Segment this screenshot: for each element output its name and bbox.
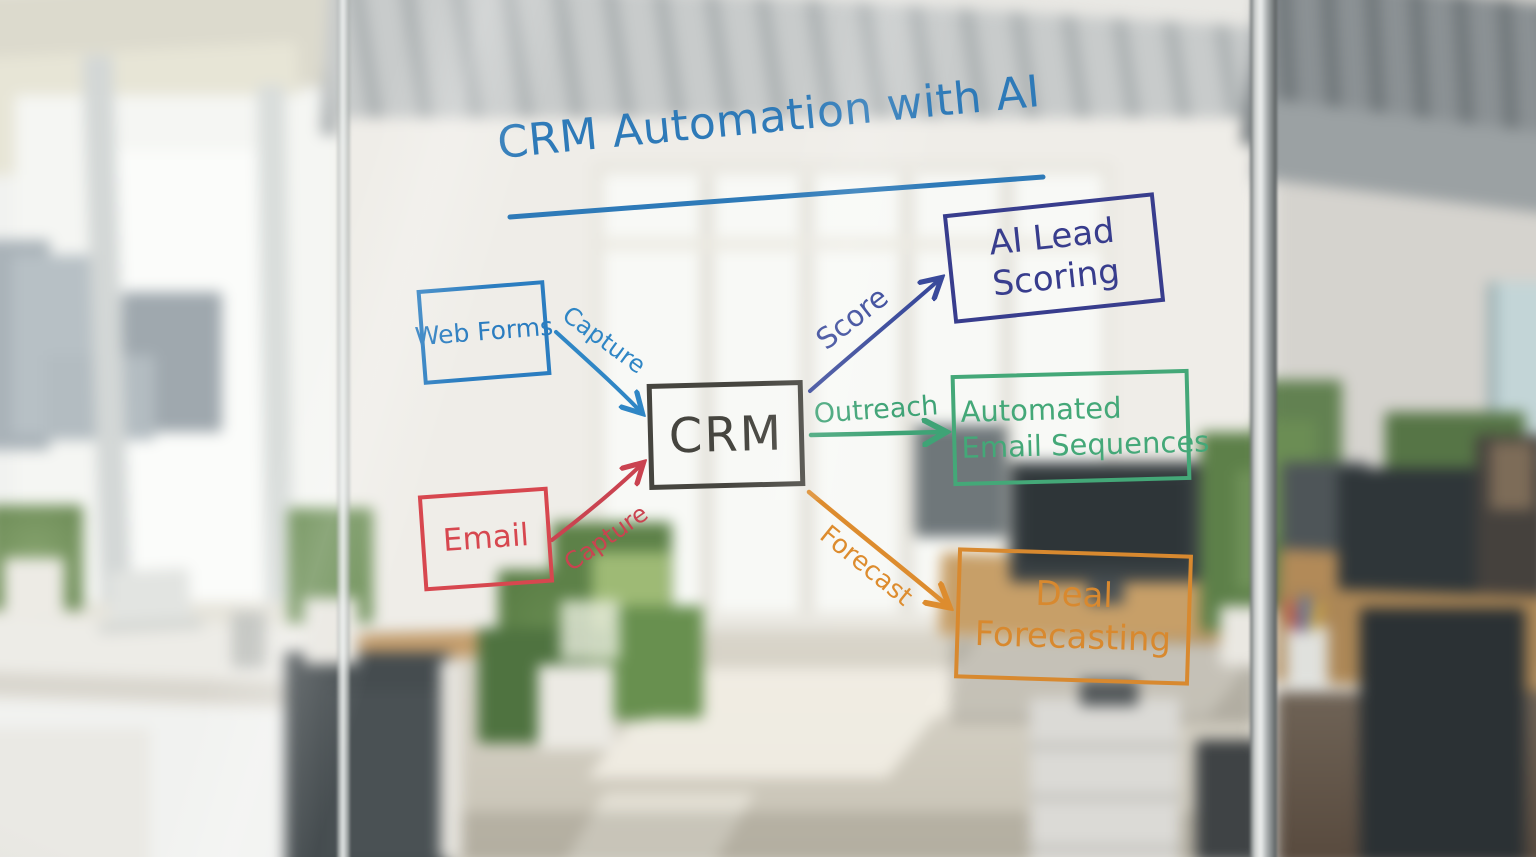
plant-pot <box>538 665 614 749</box>
radiator <box>0 728 150 857</box>
plant-pot <box>4 558 64 616</box>
node-email: Email <box>417 486 555 592</box>
window-mullion <box>700 175 714 615</box>
office-chair <box>330 690 450 857</box>
node-ai-lead-scoring: AI Lead Scoring <box>942 192 1166 324</box>
window-mullion <box>800 175 814 615</box>
arrow-crm-to-ai-lead-scoring <box>808 279 940 393</box>
window-transom <box>600 238 1108 250</box>
drawer-cabinet <box>1030 698 1180 857</box>
cabinet-item <box>1080 680 1138 706</box>
node-label: Web Forms <box>413 311 555 352</box>
arrow-crm-to-email-sequences <box>808 432 944 435</box>
node-label: Automated <box>960 390 1122 430</box>
plant-flowers <box>560 600 620 660</box>
node-deal-forecasting: Deal Forecasting <box>954 547 1193 686</box>
title-underline <box>507 174 1046 220</box>
window-mullion <box>900 175 914 615</box>
node-web-forms: Web Forms <box>413 280 555 385</box>
arrow-webforms-to-crm <box>554 330 641 412</box>
node-label: Email Sequences <box>961 423 1210 465</box>
office-chair <box>1360 608 1525 857</box>
arrow-crm-to-deal-forecasting <box>806 489 948 606</box>
person-head <box>1490 442 1534 510</box>
node-automated-email-sequences: Automated Email Sequences <box>950 368 1210 487</box>
node-label: Email <box>441 517 531 560</box>
node-label: Deal <box>1034 573 1114 617</box>
node-label: Forecasting <box>974 613 1172 660</box>
desk-leg <box>440 660 462 857</box>
pen-cup <box>1286 626 1328 688</box>
arrow-email-to-crm <box>550 464 642 542</box>
node-label: CRM <box>668 405 784 465</box>
node-crm: CRM <box>646 379 806 491</box>
monitor-screen <box>1022 474 1188 562</box>
monitor-stand <box>1088 578 1124 604</box>
potted-plant <box>608 606 703 718</box>
pen-cup <box>232 612 266 668</box>
glass-panel-edge <box>337 0 350 857</box>
glass-frame-mullion <box>1250 0 1277 857</box>
